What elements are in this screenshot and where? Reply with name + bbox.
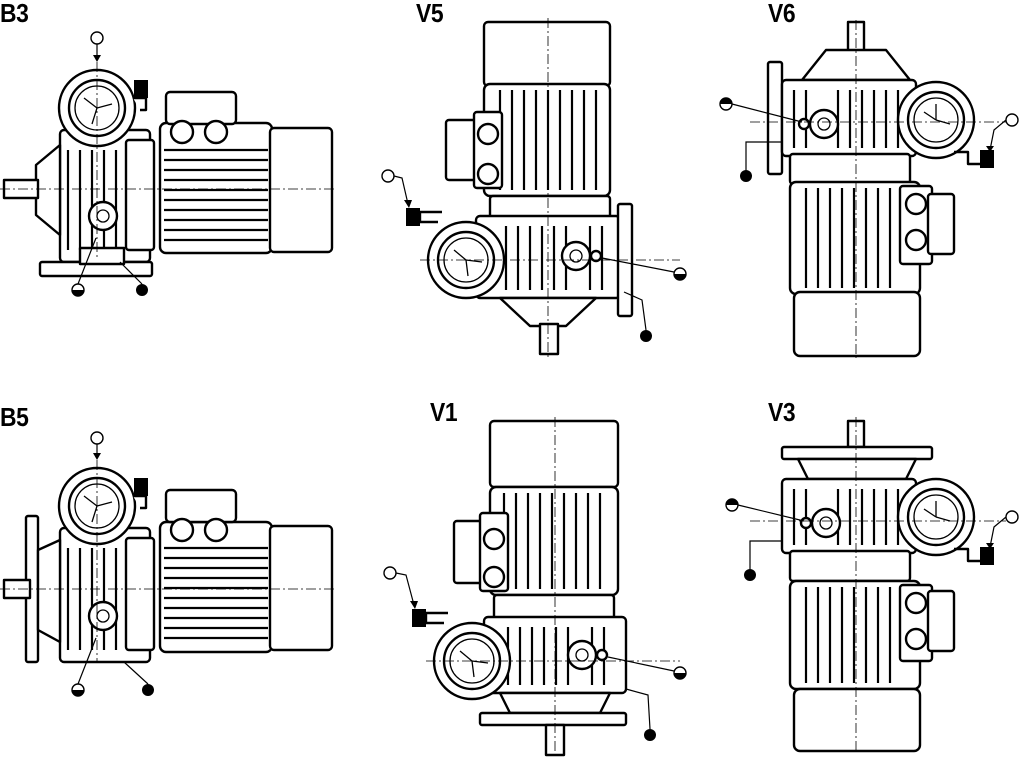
b3-cable-gland xyxy=(203,119,229,145)
v6-adapter xyxy=(788,152,912,186)
v1-fan-cover xyxy=(488,419,620,489)
v5-lever xyxy=(418,210,442,224)
v6-lever xyxy=(954,150,982,166)
v5-motor xyxy=(444,82,612,198)
v1-knob-icon xyxy=(412,609,426,627)
v6-drain-plug-icon xyxy=(740,170,752,182)
panel-b3: B3 xyxy=(0,0,340,310)
v5-adapter xyxy=(488,194,612,220)
v6-flange-foot xyxy=(766,60,784,176)
v1-adapter xyxy=(492,593,616,621)
v6-fill-plug-icon xyxy=(1005,113,1019,127)
b3-fan-cover xyxy=(268,126,334,254)
v5-inspection-plug xyxy=(560,240,592,272)
v3-handwheel xyxy=(896,477,976,557)
v1-drawing xyxy=(383,417,687,757)
b3-drawing xyxy=(0,31,336,297)
b3-motor xyxy=(158,90,334,255)
panel-v3: V3 xyxy=(710,395,1023,758)
b3-terminal-box xyxy=(164,90,238,126)
b5-knob-icon xyxy=(134,478,148,496)
v5-drain-plug-icon xyxy=(640,330,652,342)
v3-output-cone xyxy=(796,457,918,481)
v6-variator-housing xyxy=(780,78,918,158)
v5-drawing xyxy=(381,18,687,358)
v3-drain-plug-icon xyxy=(744,569,756,581)
b5-fill-plug-icon xyxy=(90,431,104,445)
panel-label-v3: V3 xyxy=(768,397,796,427)
v3-fan-cover xyxy=(792,687,922,753)
b3-fill-plug-icon xyxy=(90,31,104,45)
v5-knob-icon xyxy=(406,208,420,226)
panel-label-v1: V1 xyxy=(430,397,458,427)
b5-motor xyxy=(158,488,334,654)
v6-inspection-plug xyxy=(808,108,840,140)
b3-cable-gland xyxy=(169,119,195,145)
panel-label-v6: V6 xyxy=(768,0,796,28)
v1-fill-plug-icon xyxy=(383,566,397,580)
v1-drain-plug-icon xyxy=(644,729,656,741)
b5-terminal-box xyxy=(164,488,238,524)
panel-label-v5: V5 xyxy=(416,0,444,28)
v3-adapter xyxy=(788,549,912,583)
v5-terminal-box xyxy=(444,118,478,182)
b5-variator-housing xyxy=(58,526,156,664)
b3-output-cone xyxy=(34,143,62,237)
b5-drain-plug-icon xyxy=(142,684,154,696)
v3-lever xyxy=(954,547,982,563)
panel-v5: V5 xyxy=(380,0,700,370)
v3-knob-icon xyxy=(980,547,994,565)
v5-fan-cover xyxy=(482,20,612,88)
v6-drawing xyxy=(719,20,1019,358)
v3-variator-housing xyxy=(780,477,918,555)
b5-output-cone xyxy=(36,538,62,644)
v1-lever xyxy=(424,611,448,625)
v3-drawing xyxy=(725,417,1019,753)
panel-v1: V1 xyxy=(380,395,700,758)
v3-inspection-plug xyxy=(810,507,842,539)
panel-label-b5: B5 xyxy=(0,402,29,432)
v5-output-shaft xyxy=(538,322,560,356)
b3-inspection-plug xyxy=(87,200,119,232)
v6-motor xyxy=(788,180,956,296)
v6-knob-icon xyxy=(980,150,994,168)
b3-cooling-fins xyxy=(164,148,268,242)
v1-flange xyxy=(478,711,628,727)
v5-fill-plug-icon xyxy=(381,169,395,183)
panel-v6: V6 xyxy=(710,0,1023,370)
b5-drawing xyxy=(0,431,336,697)
panel-label-b3: B3 xyxy=(0,0,29,28)
v3-flange xyxy=(780,445,934,461)
b3-knob-icon xyxy=(134,80,148,98)
v6-fan-cover xyxy=(792,290,922,358)
v1-motor xyxy=(452,485,620,597)
panel-b5: B5 xyxy=(0,400,340,710)
b3-drain-plug-icon xyxy=(136,284,148,296)
v3-motor xyxy=(788,579,956,691)
v1-inspection-plug xyxy=(566,639,598,671)
v3-fill-plug-icon xyxy=(1005,510,1019,524)
b5-fan-cover xyxy=(268,524,334,652)
b5-inspection-plug xyxy=(87,600,119,632)
v6-handwheel xyxy=(896,80,976,160)
b3-variator-housing xyxy=(58,128,156,264)
